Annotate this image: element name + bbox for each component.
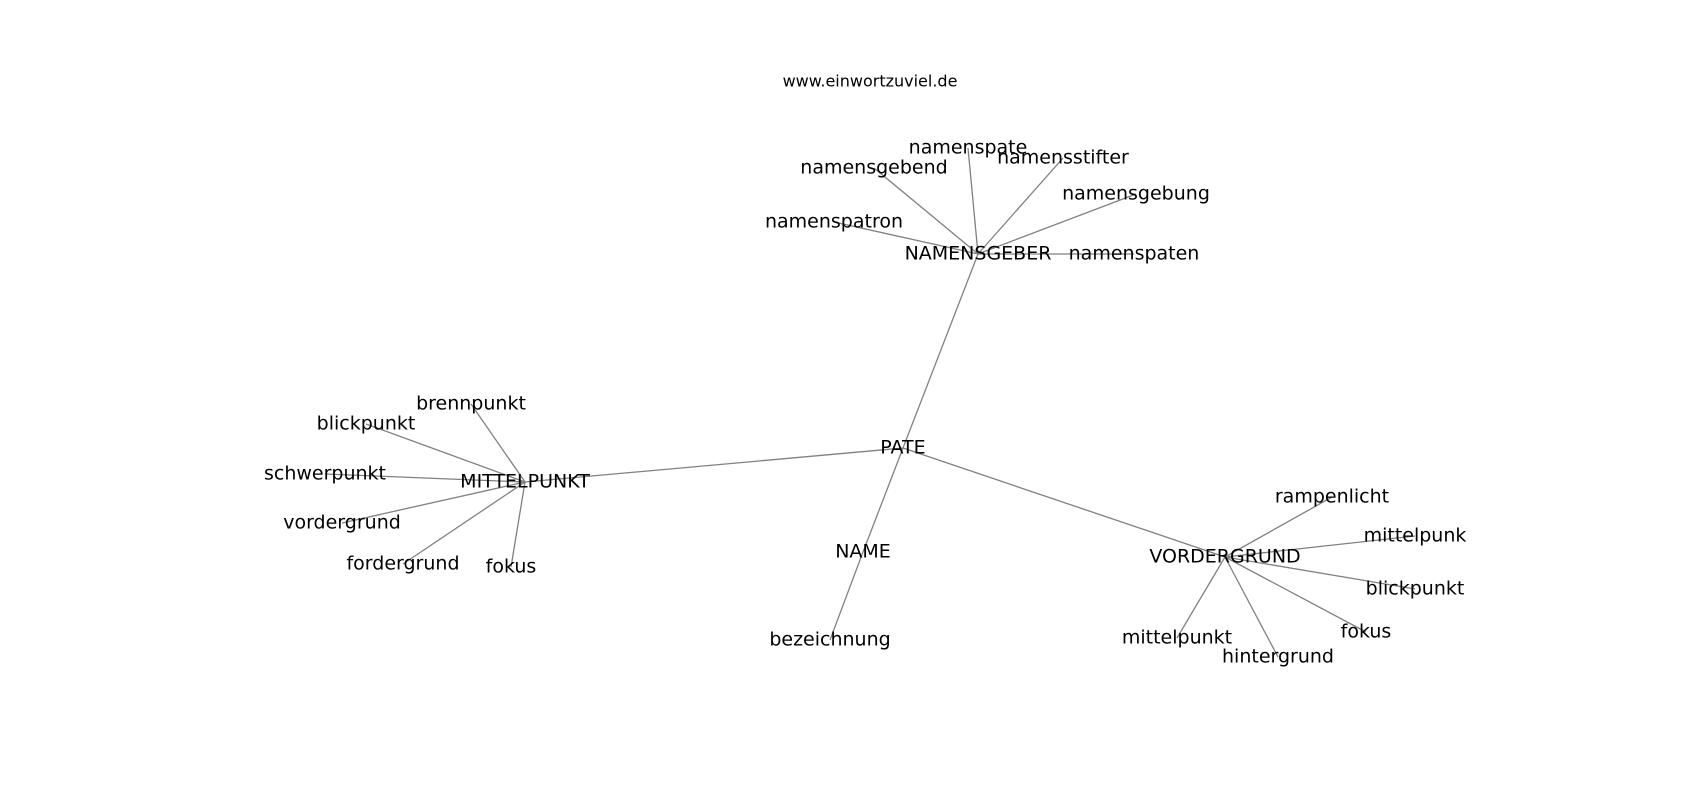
edge-mittelpunkt_hub-fokus_m [510,481,526,568]
node-label-vordergrund-m: vordergrund [283,512,401,534]
node-label-fokus-m: fokus [486,556,537,578]
edge-mittelpunkt_hub-blickpunkt_m [365,423,526,483]
edge-pate-vordergrund_hub [902,447,1226,558]
edges-layer [324,147,1416,658]
node-label-namenspaten: namenspaten [1069,243,1200,265]
node-label-fokus-v: fokus [1341,621,1392,643]
watermark-text: www.einwortzuviel.de [783,72,958,91]
edge-vordergrund_hub-rampenlicht [1224,496,1333,558]
node-label-rampenlicht: rampenlicht [1275,486,1389,508]
node-label-namensstifter: namensstifter [997,147,1129,169]
edge-namensgeber-namensstifter [977,157,1064,255]
node-label-blickpunkt-m: blickpunkt [317,413,416,435]
labels-layer: PATE NAME bezeichnung NAMENSGEBER namenspate… [264,137,1466,668]
edge-namensgeber-namensgebend [873,167,979,255]
edge-vordergrund_hub-blickpunkt_v [1224,556,1416,590]
edge-vordergrund_hub-hintergrund [1224,556,1279,658]
node-label-name: NAME [835,541,891,563]
node-label-mittelpunk: mittelpunk [1364,525,1467,547]
edge-namensgeber-namenspatron [833,221,979,255]
node-label-namenspatron: namenspatron [765,211,903,233]
edge-namensgeber-namenspate [967,147,979,255]
node-label-namensgebung: namensgebung [1062,183,1210,205]
node-label-mittelpunkt-hub: MITTELPUNKT [460,471,590,493]
node-label-brennpunkt: brennpunkt [416,393,526,415]
node-label-schwerpunkt: schwerpunkt [264,463,386,485]
edge-vordergrund_hub-mittelpunkt_v [1176,556,1226,639]
edge-mittelpunkt_hub-schwerpunkt [324,473,526,483]
node-label-namensgeber: NAMENSGEBER [905,243,1052,265]
node-label-bezeichnung: bezeichnung [769,629,890,651]
node-label-namensgebend: namensgebend [800,157,947,179]
edge-mittelpunkt_hub-brennpunkt [470,403,526,483]
node-label-vordergrund-hub: VORDERGRUND [1149,546,1300,568]
node-label-mittelpunkt-v: mittelpunkt [1122,627,1232,649]
node-label-fordergrund: fordergrund [346,553,459,575]
edge-pate-mittelpunkt_hub [524,447,904,483]
edge-pate-name [862,447,904,553]
node-label-blickpunkt-v: blickpunkt [1366,578,1465,600]
edge-vordergrund_hub-fokus_v [1224,556,1367,633]
edge-mittelpunkt_hub-vordergrund_m [341,481,526,524]
edge-mittelpunkt_hub-fordergrund [402,481,526,565]
node-label-namenspate: namenspate [909,137,1028,159]
node-label-hintergrund: hintergrund [1222,646,1334,668]
node-label-pate: PATE [880,437,925,459]
edge-vordergrund_hub-mittelpunk [1224,535,1416,558]
edge-namensgeber-namensgebung [977,193,1137,255]
edge-name-bezeichnung [829,551,864,641]
edge-pate-namensgeber [902,253,979,449]
